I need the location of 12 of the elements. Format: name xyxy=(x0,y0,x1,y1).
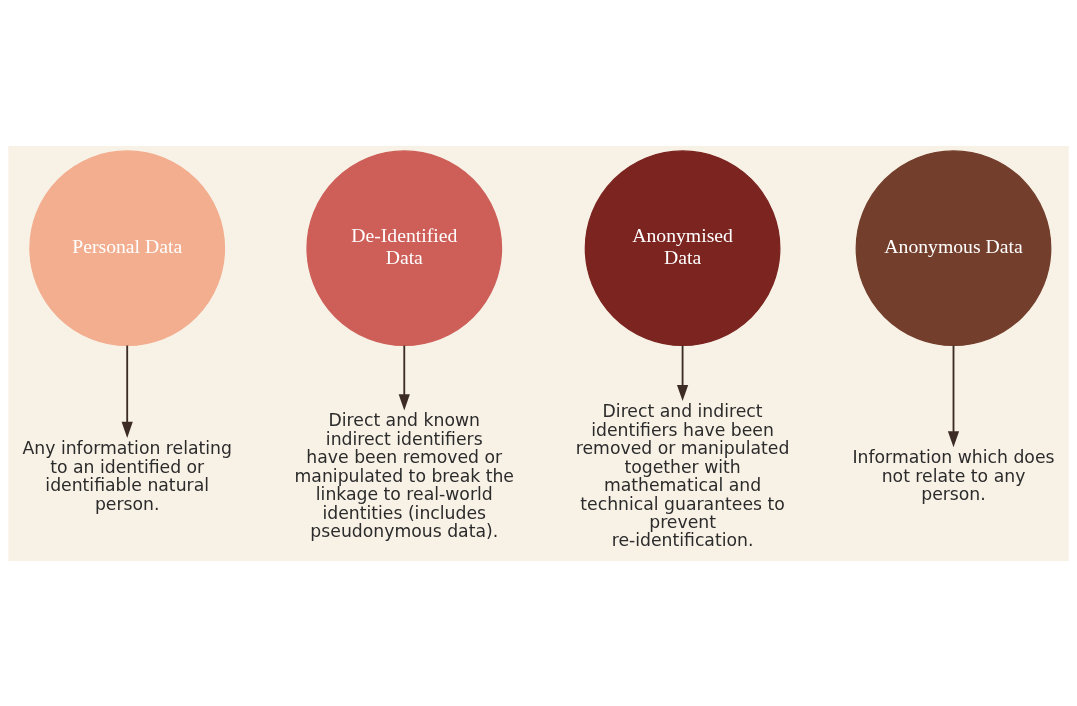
node-circle: Anonymised Data xyxy=(584,149,781,346)
node-circle: De-Identified Data xyxy=(306,149,503,346)
arrow xyxy=(676,344,689,401)
node-circle: Personal Data xyxy=(29,149,226,346)
node-text: Direct and known indirect identifiers have been removed or manipulated to break the linkage to real-world identities (includes pseudonymous data). xyxy=(294,409,514,541)
node-circle: Anonymous Data xyxy=(855,149,1052,346)
arrow xyxy=(398,344,410,410)
node-text: Information which does not relate to any person. xyxy=(852,446,1055,504)
arrow xyxy=(947,344,960,447)
node-text: Any information relating to an identified or identifiable natural person. xyxy=(22,437,232,514)
node-text: Direct and indirect identifiers have been removed or manipulated together with mathematical and technical guarantees to prevent re-identification. xyxy=(575,400,790,550)
arrow xyxy=(121,344,133,438)
